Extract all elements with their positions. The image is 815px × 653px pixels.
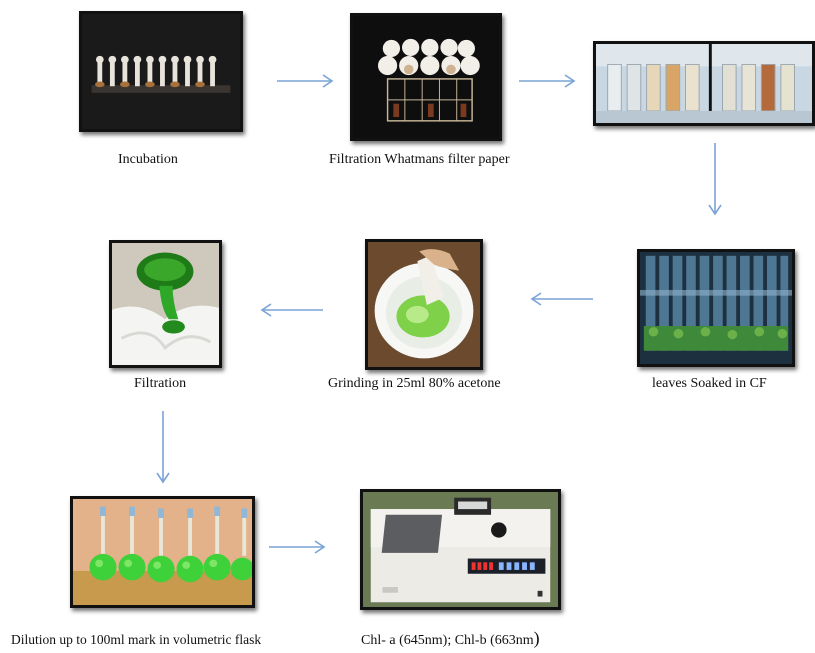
arrow-down-icon: [708, 143, 722, 216]
dilution-photo: [70, 496, 255, 608]
spectrophotometer-photo: [360, 489, 561, 610]
test-tubes-photo: [593, 41, 815, 126]
caption-measure: Chl- a (645nm); Chl-b (663nm): [361, 628, 540, 649]
leaves-soaked-photo: [637, 249, 795, 367]
arrow-down-icon: [156, 411, 170, 484]
arrow-left-icon: [530, 292, 593, 306]
caption-filtration: Filtration: [134, 376, 187, 391]
incubation-photo: [79, 11, 243, 132]
caption-measure-paren: ): [533, 628, 540, 648]
arrow-left-icon: [260, 303, 323, 317]
caption-soaked: leaves Soaked in CF: [652, 376, 767, 391]
caption-measure-text: Chl- a (645nm); Chl-b (663nm: [361, 633, 534, 648]
caption-incubation: Incubation: [118, 152, 178, 167]
arrow-right-icon: [269, 540, 326, 554]
caption-dilution: Dilution up to 100ml mark in volumetric …: [11, 632, 262, 647]
arrow-right-icon: [519, 74, 576, 88]
filtration-paper-photo: [350, 13, 502, 141]
caption-grinding: Grinding in 25ml 80% acetone: [328, 376, 501, 391]
arrow-right-icon: [277, 74, 334, 88]
caption-filtration-paper: Filtration Whatmans filter paper: [329, 152, 510, 167]
filtration-photo: [109, 240, 222, 368]
grinding-photo: [365, 239, 483, 370]
